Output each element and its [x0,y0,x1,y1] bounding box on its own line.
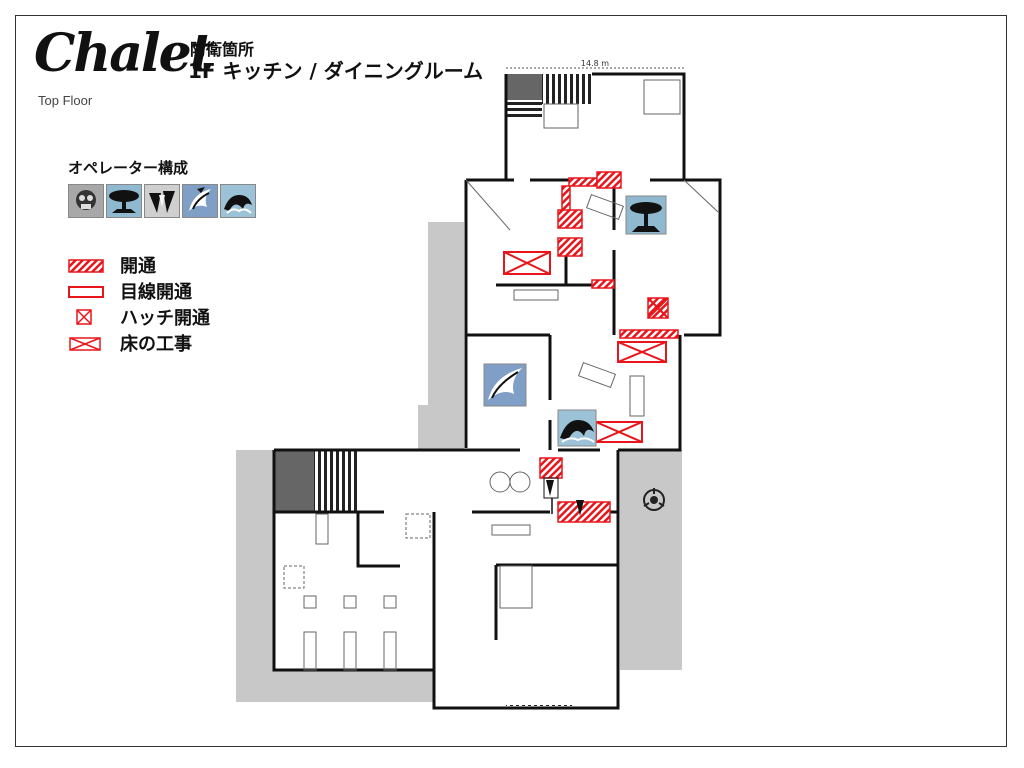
kaid-operator-icon [144,184,180,218]
outline-red-swatch-icon [68,284,104,298]
map-frame [15,15,1007,747]
legend-label: ハッチ開通 [120,308,210,329]
operators-title: オペレーター構成 [68,159,189,177]
objective-symbol-icon [643,488,665,511]
legend-item-floor: 床の工事 [68,330,210,356]
floor-cross-mark [617,341,667,363]
reinforcement-mark [591,279,615,289]
walls [272,72,722,710]
scale-label: 14.8 m [581,59,609,68]
reinforcement-mark [557,209,583,229]
tachanka-operator-icon [220,184,256,218]
legend-item-lineofsight: 目線開通 [68,278,210,304]
reinforcement-mark [539,457,563,479]
floor-cross-mark [503,251,551,275]
reinforcement-mark [557,237,583,257]
operator-icons-row [68,184,258,218]
reinforcement-mark [557,501,611,523]
legend-item-hatch: ハッチ開通 [68,304,210,330]
legend-label: 開通 [120,256,156,277]
hatched-red-swatch-icon [68,258,104,273]
floor-subtitle: Top Floor [38,93,93,108]
legend-item-reinforce: 開通 [68,252,210,278]
hatch-mark [647,297,669,319]
map-logo: Chalet [34,23,214,84]
goyo-operator-icon [106,184,142,218]
wamai-map-icon [483,363,527,407]
floor-cross-swatch-icon [68,336,104,351]
room-floors [274,120,720,705]
tachanka-map-icon [557,409,597,447]
kaid-claw-icon [543,477,559,499]
reinforcements [539,171,679,523]
scale-bar: 14.8 m [506,59,684,69]
kaid-claw-icon [576,500,584,516]
legend-label: 目線開通 [120,282,192,303]
wamai-operator-icon [182,184,218,218]
header-title: 1F キッチン / ダイニングルーム [188,59,484,83]
smoke-operator-icon [68,184,104,218]
header-label: 防衛箇所 [190,40,255,59]
interior-details [283,79,719,671]
legend-label: 床の工事 [120,334,192,355]
reinforcement-mark [619,329,679,339]
legend: 開通 目線開通 ハッチ開通 床の工事 [68,252,210,356]
hatch-box-swatch-icon [68,309,104,325]
reinforcement-mark [568,177,598,187]
reinforcement-mark [596,171,622,189]
goyo-map-icon [625,195,667,235]
